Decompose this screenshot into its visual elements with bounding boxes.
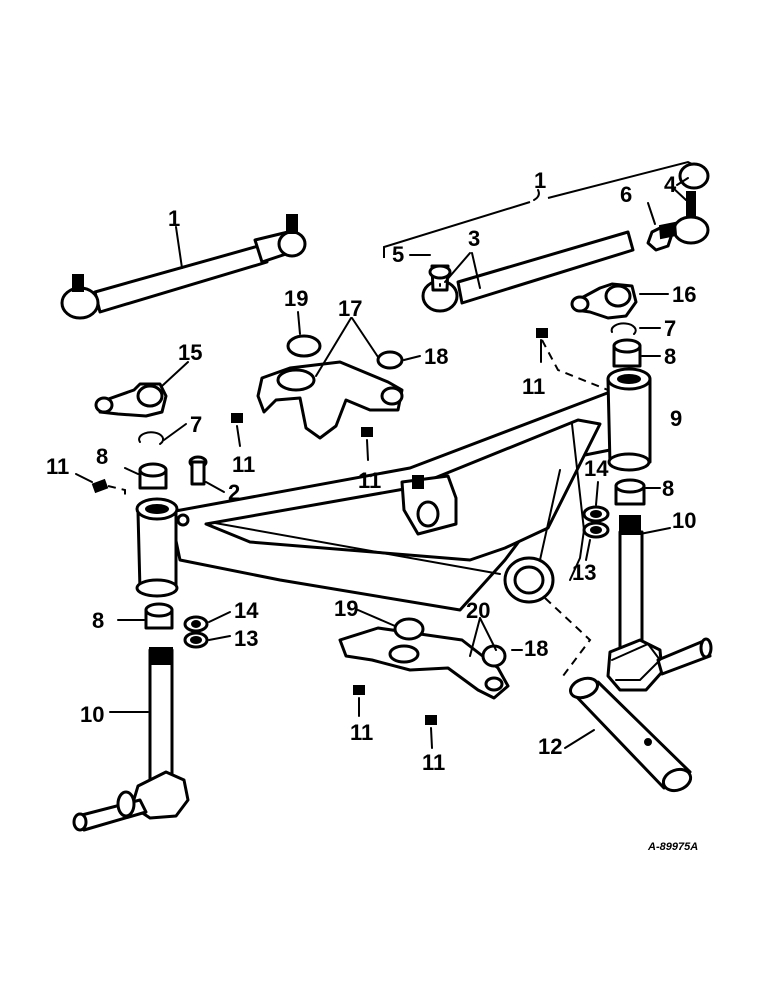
callout-bushing-19-upper: 19 bbox=[284, 286, 308, 311]
callout-tie-rod-end-inner: 3 bbox=[468, 226, 480, 251]
callout-bushing-19-lower: 19 bbox=[334, 596, 358, 621]
washers-right bbox=[582, 481, 610, 561]
bolster-lower bbox=[338, 609, 523, 700]
callout-bushing-left-upper: 8 bbox=[96, 444, 108, 469]
callout-pin: 2 bbox=[228, 480, 240, 505]
callout-fitting-lower-right: 11 bbox=[422, 750, 445, 775]
callout-bushing-left-lower: 8 bbox=[92, 608, 104, 633]
callout-steering-arm-right: 16 bbox=[672, 282, 696, 307]
pin bbox=[188, 455, 225, 493]
bushing-left-upper bbox=[124, 462, 168, 490]
spindle-left bbox=[72, 647, 190, 832]
callout-labels: 1 1 2 3 4 5 6 7 7 8 8 8 8 9 10 10 11 11 … bbox=[46, 168, 696, 775]
pivot-pin bbox=[544, 597, 693, 793]
callout-steering-arm-left: 15 bbox=[178, 340, 202, 365]
bushing-right-upper bbox=[612, 338, 661, 368]
bolster-upper bbox=[256, 311, 421, 440]
callout-nut-5: 5 bbox=[392, 242, 404, 267]
tie-rod-left bbox=[60, 214, 307, 320]
steering-arm-right bbox=[570, 282, 669, 320]
fitting-center-right bbox=[361, 427, 373, 461]
tie-rod-assembly-right bbox=[383, 160, 710, 313]
callout-fitting-lower-left: 11 bbox=[350, 720, 373, 745]
spindle-right bbox=[606, 515, 713, 692]
callout-pivot-pin: 12 bbox=[538, 734, 562, 759]
callout-axle-extension: 9 bbox=[670, 406, 682, 431]
callout-fitting-left: 11 bbox=[46, 454, 69, 479]
callout-spindle-left: 10 bbox=[80, 702, 104, 727]
callout-snap-ring-right: 7 bbox=[664, 316, 676, 341]
callout-washer-13-right: 13 bbox=[572, 560, 596, 585]
bushing-right-lower bbox=[614, 478, 661, 506]
callout-bushing-18-upper: 18 bbox=[424, 344, 448, 369]
callout-fitting-center-right: 11 bbox=[358, 468, 381, 493]
fitting-top-right bbox=[536, 328, 609, 391]
bushing-left-lower bbox=[117, 602, 174, 630]
callout-spindle-right: 10 bbox=[672, 508, 696, 533]
callout-tie-rod-end-outer: 4 bbox=[664, 172, 677, 197]
callout-tie-rod-assembly-right: 1 bbox=[534, 168, 546, 193]
callout-bushing-18-lower: 18 bbox=[524, 636, 548, 661]
washers-left bbox=[183, 611, 231, 649]
catalog-number: A-89975A bbox=[647, 841, 698, 853]
fitting-left bbox=[75, 473, 126, 500]
callout-fitting-center-left: 11 bbox=[232, 452, 255, 477]
callout-washer-13-left: 13 bbox=[234, 626, 258, 651]
callout-nut-6: 6 bbox=[620, 182, 632, 207]
fitting-center-left bbox=[231, 413, 243, 447]
fitting-lower-left bbox=[353, 685, 365, 717]
callout-bushing-right-upper: 8 bbox=[664, 344, 676, 369]
callout-snap-ring-left: 7 bbox=[190, 412, 202, 437]
callout-fitting-top-right: 11 bbox=[522, 374, 545, 399]
axle-beam bbox=[135, 367, 652, 612]
callout-washer-14-right: 14 bbox=[584, 456, 609, 481]
callout-bolster-upper: 17 bbox=[338, 296, 362, 321]
callout-bolster-lower: 20 bbox=[466, 598, 490, 623]
callout-washer-14-left: 14 bbox=[234, 598, 259, 623]
steering-arm-left bbox=[94, 361, 189, 418]
snap-ring-right bbox=[610, 322, 661, 335]
callout-bushing-right-lower: 8 bbox=[662, 476, 674, 501]
callout-tie-rod-left: 1 bbox=[168, 206, 180, 231]
snap-ring-left bbox=[138, 423, 187, 445]
fitting-lower-right bbox=[425, 715, 437, 749]
